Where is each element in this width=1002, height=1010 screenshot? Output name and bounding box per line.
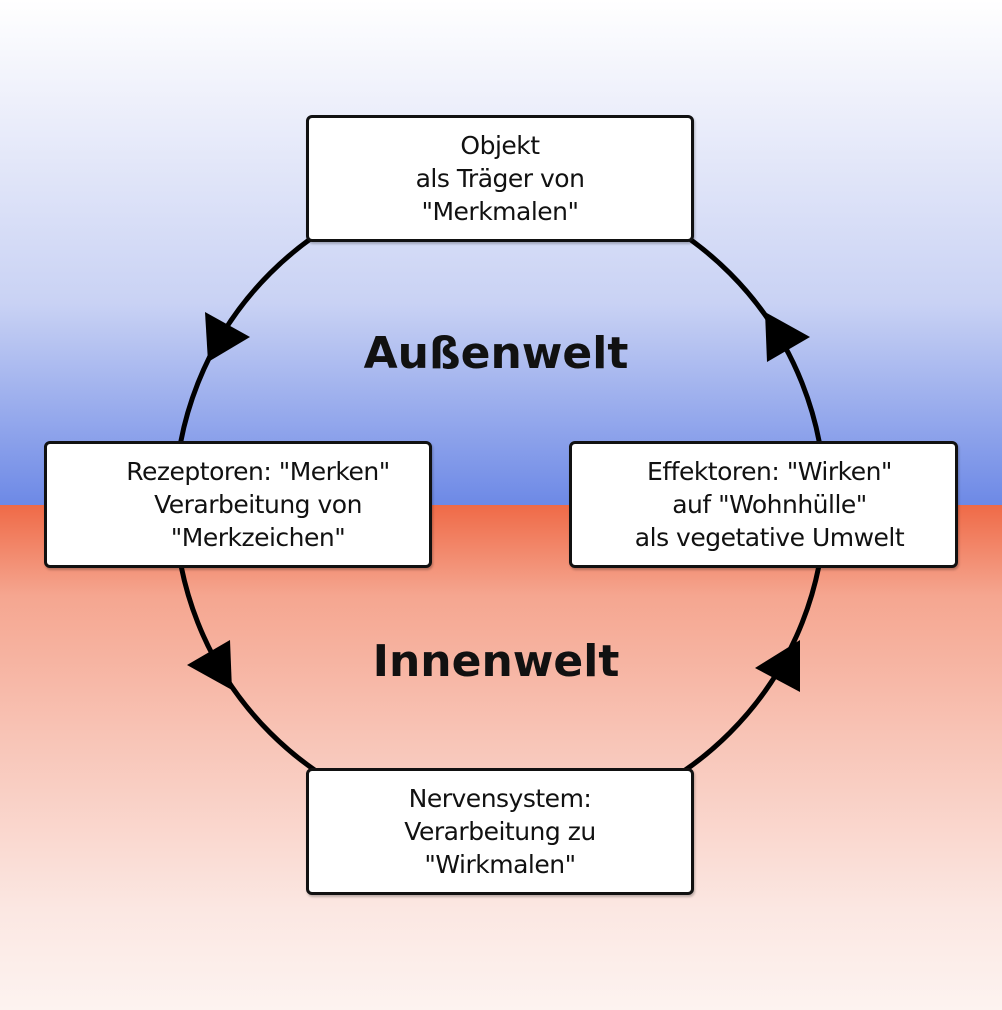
nervous-system-line-3: "Wirkmalen" (424, 850, 576, 879)
receptors-line-1: Rezeptoren: "Merken" (126, 457, 390, 486)
object-line-2: als Träger von (415, 164, 585, 193)
effectors-box: Effektoren: "Wirken" auf "Wohnhülle" als… (569, 441, 958, 568)
object-box: Objekt als Träger von "Merkmalen" (306, 115, 694, 242)
effectors-line-3: als vegetative Umwelt (634, 523, 905, 552)
effectors-line-1: Effektoren: "Wirken" (647, 457, 892, 486)
effectors-line-2: auf "Wohnhülle" (672, 490, 867, 519)
object-line-1: Objekt (460, 131, 540, 160)
inner-world-background (0, 505, 1002, 1010)
nervous-system-line-1: Nervensystem: (408, 784, 592, 813)
receptors-line-3: "Merkzeichen" (170, 523, 346, 552)
inner-world-label: Innenwelt (372, 636, 620, 687)
nervous-system-line-2: Verarbeitung zu (404, 817, 596, 846)
outer-world-label: Außenwelt (363, 328, 629, 379)
arrow-object-to-receptors-icon (205, 312, 250, 362)
outer-world-background (0, 0, 1002, 505)
arrow-effectors-to-object-icon (765, 312, 810, 362)
nervous-system-box: Nervensystem: Verarbeitung zu "Wirkmalen… (306, 768, 694, 895)
arrow-nervous-to-effectors-icon (755, 640, 800, 692)
arrow-receptors-to-nervous-icon (187, 640, 232, 690)
object-line-3: "Merkmalen" (421, 197, 579, 226)
receptors-line-2: Verarbeitung von (154, 490, 362, 519)
receptors-box: Rezeptoren: "Merken" Verarbeitung von "M… (44, 441, 432, 568)
